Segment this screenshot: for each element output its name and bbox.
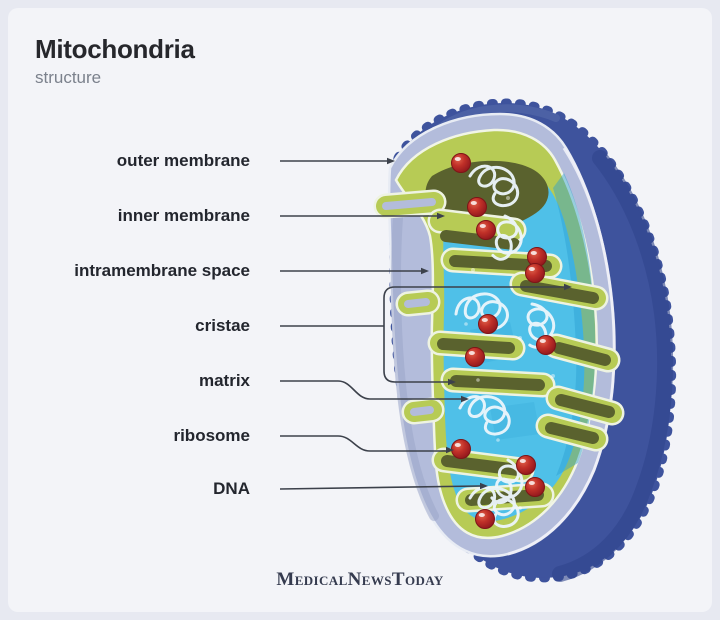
- inner-membrane-shape: [394, 128, 598, 540]
- matrix-specks: [464, 196, 555, 510]
- outer-membrane-shape: [394, 103, 672, 578]
- page-title: Mitochondria: [35, 34, 195, 64]
- brand-logo: MedicalNewsToday: [276, 569, 444, 590]
- cristae-group: [373, 160, 625, 513]
- ribosomes-group: [451, 153, 556, 529]
- label-inner-membrane: inner membrane: [117, 206, 250, 225]
- label-cristae: cristae: [195, 316, 250, 335]
- label-intramembrane-space: intramembrane space: [74, 261, 250, 280]
- page-subtitle: structure: [35, 68, 102, 87]
- mitochondrion-illustration: [279, 8, 720, 620]
- intramembrane-space-shape: [387, 112, 616, 558]
- label-ribosome: ribosome: [173, 426, 250, 445]
- dna-strands-group: [451, 160, 563, 531]
- label-matrix: matrix: [198, 371, 250, 390]
- label-dna: DNA: [213, 479, 250, 498]
- leader-lines-group: [279, 157, 572, 490]
- infographic-card: Mitochondria structure outer membrane in…: [8, 8, 712, 612]
- matrix-shape: [443, 163, 596, 522]
- label-outer-membrane: outer membrane: [116, 151, 250, 170]
